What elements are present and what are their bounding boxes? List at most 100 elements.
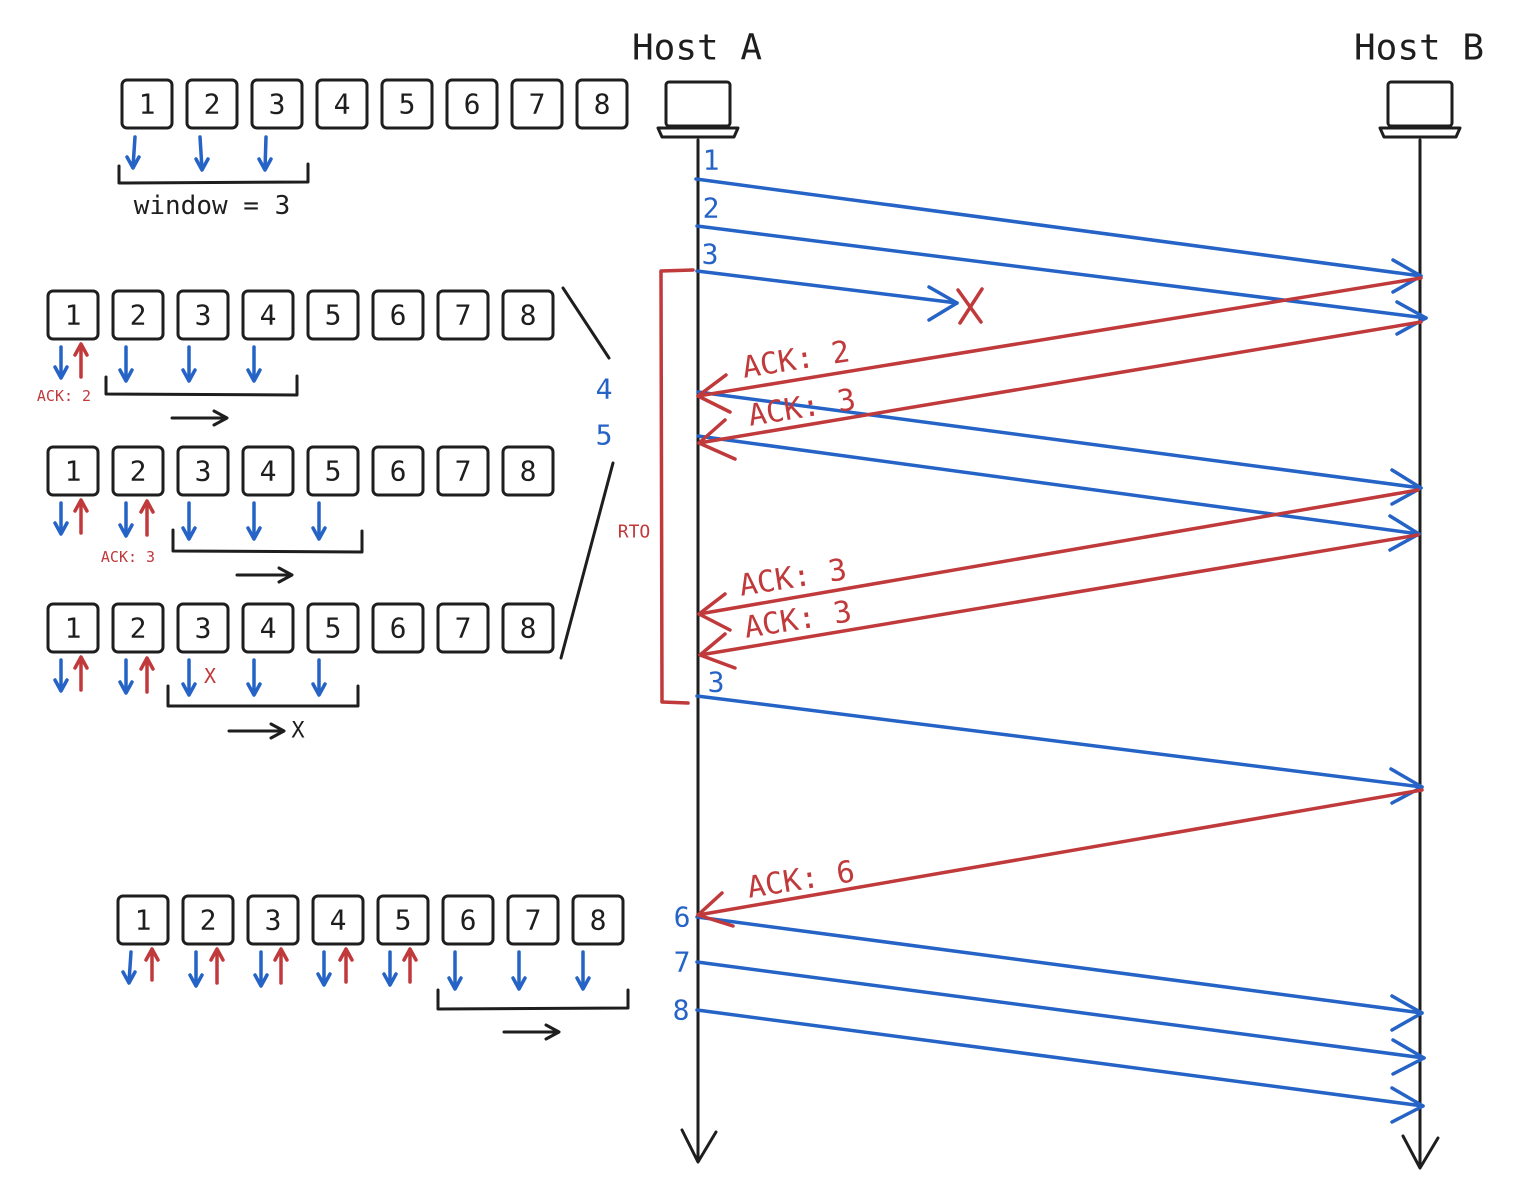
segment-box: 6 bbox=[371, 602, 425, 654]
ack-arrow bbox=[73, 655, 89, 692]
ack-arrow bbox=[338, 947, 354, 984]
segment-box: 6 bbox=[441, 894, 495, 946]
data-segment-7 bbox=[695, 960, 1426, 1076]
segment-box: 5 bbox=[376, 894, 430, 946]
send-arrow bbox=[575, 950, 591, 991]
segment-box: 8 bbox=[575, 78, 629, 130]
send-arrow bbox=[53, 501, 69, 536]
send-arrow bbox=[382, 950, 398, 987]
rto-bracket bbox=[659, 268, 695, 705]
svg-text:5: 5 bbox=[325, 299, 342, 332]
window-row-blocked: 1 2 3 4 5 6 7 8 X X bbox=[46, 602, 555, 744]
svg-text:2: 2 bbox=[200, 904, 217, 937]
svg-text:7: 7 bbox=[455, 455, 472, 488]
svg-text:2: 2 bbox=[130, 455, 147, 488]
svg-text:1: 1 bbox=[65, 299, 82, 332]
ack-arrow bbox=[139, 656, 155, 694]
segment-box: 5 bbox=[380, 78, 434, 130]
segment-box: 1 bbox=[120, 78, 174, 130]
send-arrow bbox=[447, 950, 463, 991]
svg-text:2: 2 bbox=[130, 612, 147, 645]
slide-arrow-blocked bbox=[227, 722, 286, 740]
segment-box: 2 bbox=[111, 445, 165, 497]
send-arrow bbox=[257, 135, 273, 172]
send-arrow bbox=[253, 950, 269, 988]
send-arrow bbox=[53, 658, 69, 693]
send-arrow bbox=[194, 135, 210, 172]
window-bracket bbox=[436, 988, 630, 1011]
segment-box: 3 bbox=[250, 78, 304, 130]
segment-box: 6 bbox=[371, 289, 425, 341]
svg-text:7: 7 bbox=[455, 299, 472, 332]
data-segment-2 bbox=[695, 224, 1428, 336]
svg-text:4: 4 bbox=[260, 455, 277, 488]
window-row-after-ack3: 1 2 3 4 5 6 7 8 ACK: 3 bbox=[46, 445, 555, 584]
svg-text:4: 4 bbox=[260, 612, 277, 645]
send-arrow bbox=[181, 345, 197, 383]
window-row-after-ack2: 1 2 3 4 5 6 7 8 ACK: 2 bbox=[37, 289, 555, 427]
small-ack-label: ACK: 2 bbox=[37, 387, 91, 405]
svg-text:8: 8 bbox=[520, 455, 537, 488]
rto-label: RTO bbox=[618, 522, 651, 543]
window-bracket bbox=[166, 684, 360, 708]
data-segment-3-lost bbox=[695, 269, 959, 322]
host-a-timeline bbox=[680, 138, 718, 1164]
segment-box: 5 bbox=[306, 289, 360, 341]
send-arrow bbox=[118, 345, 134, 383]
svg-text:3: 3 bbox=[265, 904, 282, 937]
segment-box: 5 bbox=[306, 445, 360, 497]
segment-box: 2 bbox=[185, 78, 239, 130]
send-arrow bbox=[118, 501, 134, 538]
window-row-final: 1 2 3 4 5 6 7 8 bbox=[116, 894, 630, 1041]
host-a-label: Host A bbox=[632, 28, 762, 69]
timeline-label-7: 7 bbox=[674, 946, 691, 979]
window-bracket bbox=[171, 528, 364, 554]
svg-text:5: 5 bbox=[399, 88, 416, 121]
ack-3-arrow bbox=[697, 320, 1423, 461]
send-arrow bbox=[316, 950, 332, 987]
slide-arrow bbox=[170, 409, 229, 427]
data-segment-5 bbox=[696, 434, 1421, 552]
data-segment-3-retransmit bbox=[695, 694, 1424, 805]
send-arrow bbox=[246, 658, 262, 697]
svg-text:1: 1 bbox=[135, 904, 152, 937]
send-arrow bbox=[311, 658, 327, 697]
data-segment-4 bbox=[696, 390, 1423, 506]
segment-box: 4 bbox=[241, 445, 295, 497]
segment-box: 1 bbox=[46, 289, 100, 341]
segment-box: 6 bbox=[371, 445, 425, 497]
send-arrow bbox=[125, 135, 141, 170]
send-arrow bbox=[311, 501, 327, 541]
segment-box: 3 bbox=[176, 445, 230, 497]
zoom-label-5: 5 bbox=[596, 419, 613, 452]
svg-text:7: 7 bbox=[525, 904, 542, 937]
send-arrow bbox=[118, 658, 134, 695]
svg-text:6: 6 bbox=[390, 455, 407, 488]
svg-text:3: 3 bbox=[269, 88, 286, 121]
slide-arrow bbox=[502, 1023, 561, 1041]
segment-box: 7 bbox=[436, 602, 490, 654]
data-segment-8 bbox=[695, 1008, 1425, 1124]
ack-arrow bbox=[73, 342, 89, 379]
segment-box: 7 bbox=[436, 445, 490, 497]
svg-text:5: 5 bbox=[395, 904, 412, 937]
slide-blocked-mark: X bbox=[291, 719, 305, 744]
segment-box: 4 bbox=[241, 602, 295, 654]
segment-box: 7 bbox=[506, 894, 560, 946]
svg-text:5: 5 bbox=[325, 455, 342, 488]
segment-box: 3 bbox=[176, 289, 230, 341]
svg-text:6: 6 bbox=[390, 612, 407, 645]
ack-arrow bbox=[209, 947, 225, 985]
svg-text:3: 3 bbox=[195, 455, 212, 488]
timeline-label-2: 2 bbox=[703, 192, 720, 225]
ack-arrow bbox=[402, 947, 418, 984]
svg-text:6: 6 bbox=[460, 904, 477, 937]
segment-box: 1 bbox=[46, 602, 100, 654]
svg-text:4: 4 bbox=[260, 299, 277, 332]
segment-box: 3 bbox=[246, 894, 300, 946]
segment-box: 5 bbox=[306, 602, 360, 654]
segment-box: 2 bbox=[181, 894, 235, 946]
send-arrow bbox=[181, 501, 197, 541]
ack-3-duplicate-1-arrow bbox=[697, 488, 1420, 632]
